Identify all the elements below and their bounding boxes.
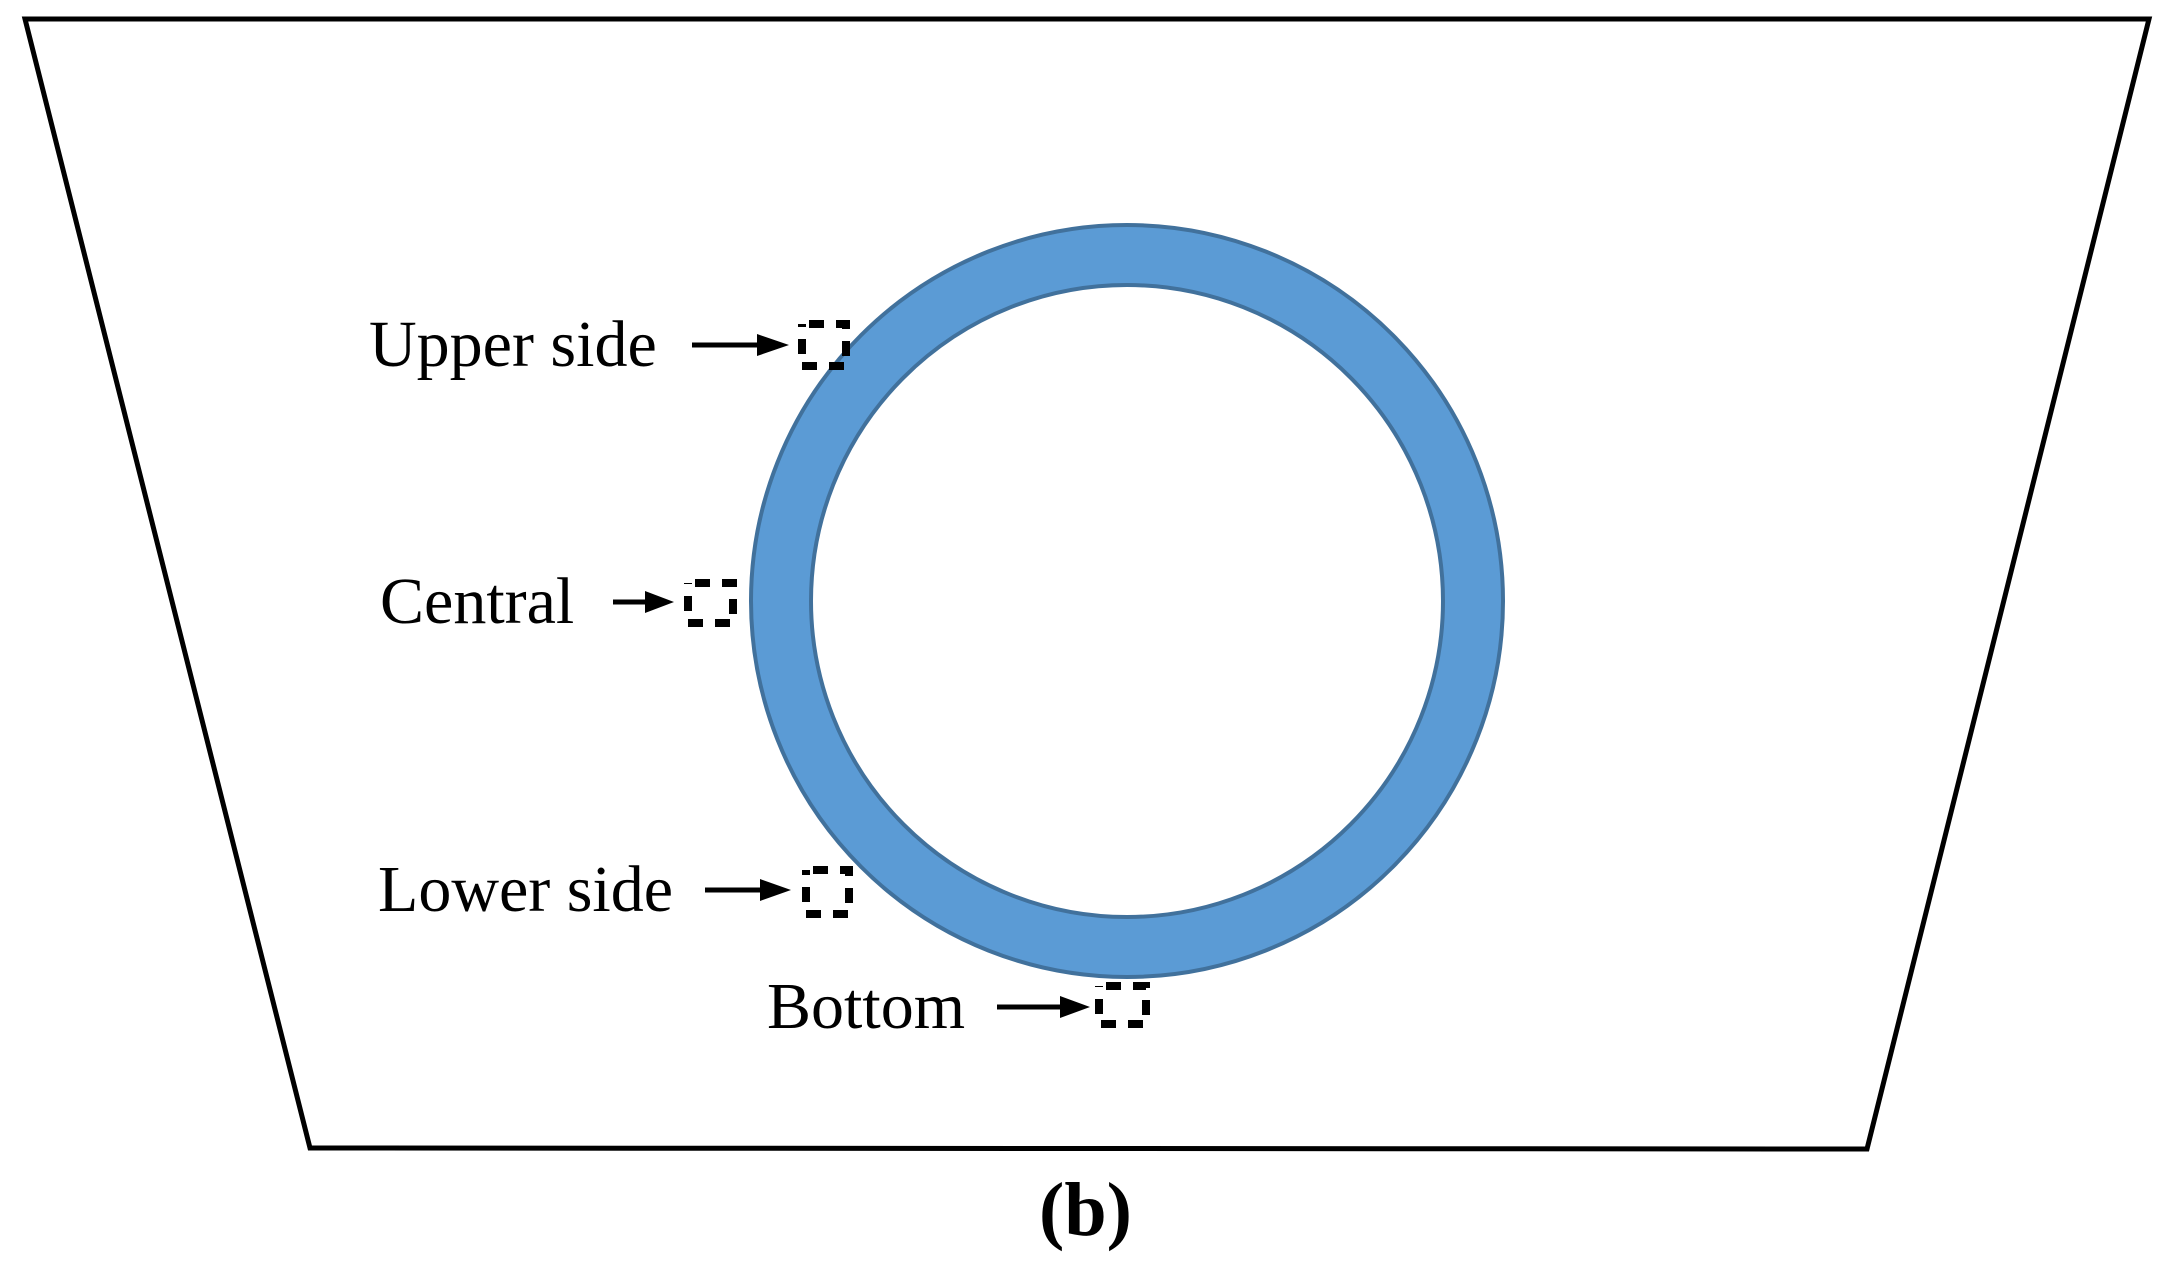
upper-side-label: Upper side (369, 308, 657, 381)
ring-band (751, 225, 1503, 977)
upper-side-marker-icon (798, 320, 850, 370)
ring-inner-edge (809, 283, 1445, 919)
lower-side-arrowhead-icon (760, 879, 791, 901)
bottom-marker-icon (1095, 982, 1150, 1028)
bottom-label: Bottom (767, 970, 966, 1043)
central-marker-icon (684, 579, 737, 627)
bottom-arrow (997, 996, 1090, 1018)
ring-outer-edge (749, 223, 1505, 979)
figure-caption: (b) (1039, 1168, 1132, 1252)
bottom-arrowhead-icon (1060, 996, 1090, 1018)
central-arrow (613, 591, 674, 613)
lower-side-label: Lower side (378, 853, 674, 926)
blue-ring (749, 223, 1505, 979)
upper-side-arrowhead-icon (757, 334, 789, 356)
lower-side-marker-icon (802, 866, 853, 918)
central-arrowhead-icon (645, 591, 674, 613)
lower-side-arrow (705, 879, 791, 901)
crucible-trapezoid-outline (21, 16, 2153, 1152)
central-label: Central (380, 565, 575, 638)
upper-side-arrow (692, 334, 789, 356)
